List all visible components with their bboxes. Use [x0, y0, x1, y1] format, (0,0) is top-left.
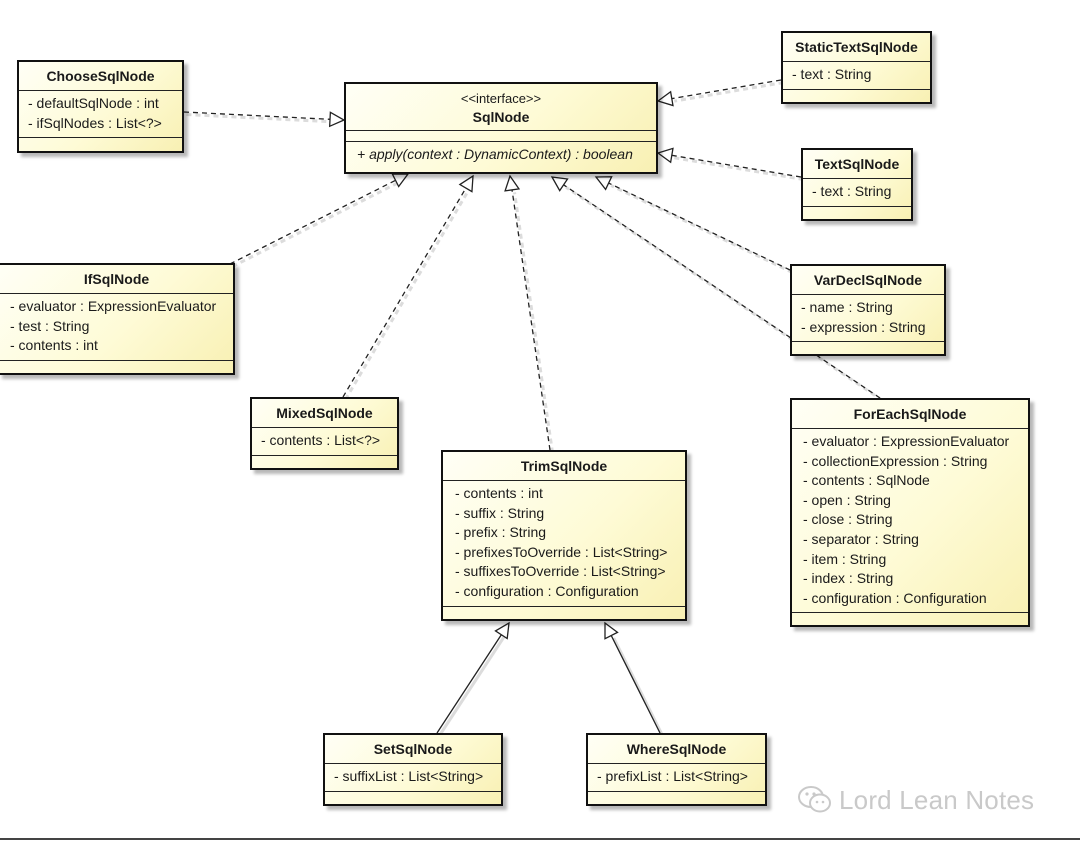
- class-name: ChooseSqlNode: [46, 68, 155, 84]
- attribute: - test : String: [10, 317, 90, 334]
- set-to-trim-generalization-arrow: [436, 621, 510, 737]
- mixed-to-sqlnode-realization-arrow: [342, 174, 474, 401]
- class-foreachsqlnode[interactable]: ForEachSqlNode - evaluator : ExpressionE…: [790, 398, 1030, 627]
- foreach-to-sqlnode-realization-arrow: [550, 176, 884, 402]
- class-name: StaticTextSqlNode: [795, 39, 918, 55]
- attribute: - open : String: [803, 491, 891, 508]
- attribute: - suffixesToOverride : List<String>: [455, 563, 666, 580]
- attribute: - name : String: [801, 299, 893, 315]
- choose-to-sqlnode-realization-arrow: [183, 111, 346, 128]
- attributes-compartment: - evaluator : ExpressionEvaluator - test…: [0, 293, 233, 360]
- class-name: MixedSqlNode: [276, 405, 373, 421]
- attribute: - configuration : Configuration: [803, 589, 987, 606]
- bottom-divider: [0, 838, 1080, 840]
- attribute: - prefixList : List<String>: [597, 768, 748, 784]
- stereotype-label: <<interface>>: [460, 91, 542, 106]
- operations-compartment: [803, 205, 911, 217]
- watermark-text: Lord Lean Notes: [839, 784, 1035, 815]
- attributes-compartment: - evaluator : ExpressionEvaluator - coll…: [792, 428, 1028, 612]
- class-setsqlnode[interactable]: SetSqlNode - suffixList : List<String>: [323, 733, 503, 806]
- operations-compartment: [792, 612, 1028, 623]
- wechat-icon: [798, 786, 831, 813]
- class-name: TextSqlNode: [814, 156, 900, 172]
- where-to-trim-generalization-arrow: [604, 621, 664, 737]
- attribute: - expression : String: [801, 318, 926, 335]
- class-name: SqlNode: [472, 109, 530, 125]
- class-name: IfSqlNode: [83, 271, 150, 287]
- trim-to-sqlnode-realization-arrow: [504, 174, 554, 453]
- attribute: - suffixList : List<String>: [334, 768, 484, 784]
- operations-compartment: [443, 605, 685, 617]
- vardecl-to-sqlnode-realization-arrow: [594, 176, 794, 274]
- class-trimsqlnode[interactable]: TrimSqlNode - contents : int - suffix : …: [441, 450, 687, 621]
- attribute: - evaluator : ExpressionEvaluator: [10, 298, 217, 314]
- attribute: - item : String: [803, 550, 887, 567]
- operations-compartment: [783, 88, 930, 100]
- watermark: Lord Lean Notes: [797, 784, 1034, 816]
- attribute: - contents : SqlNode: [803, 472, 930, 489]
- attributes-compartment: - text : String: [783, 61, 930, 89]
- attribute: - defaultSqlNode : int: [28, 95, 159, 111]
- class-vardeclsqlnode[interactable]: VarDeclSqlNode - name : String - express…: [790, 264, 946, 356]
- attributes-compartment: [346, 130, 656, 141]
- attributes-compartment: - contents : int - suffix : String - pre…: [443, 480, 685, 606]
- attributes-compartment: - defaultSqlNode : int - ifSqlNodes : Li…: [19, 90, 182, 137]
- class-mixedsqlnode[interactable]: MixedSqlNode - contents : List<?>: [250, 397, 399, 470]
- attribute: - close : String: [803, 511, 893, 528]
- class-choosesqlnode[interactable]: ChooseSqlNode - defaultSqlNode : int - i…: [17, 60, 184, 153]
- attribute: - configuration : Configuration: [455, 582, 639, 599]
- class-name: TrimSqlNode: [520, 458, 608, 474]
- attribute: - text : String: [812, 183, 892, 199]
- operations-compartment: [588, 790, 765, 802]
- attributes-compartment: - suffixList : List<String>: [325, 763, 501, 791]
- statictext-to-sqlnode-realization-arrow: [656, 79, 784, 107]
- class-name: ForEachSqlNode: [853, 406, 967, 422]
- operations-compartment: + apply(context : DynamicContext) : bool…: [346, 141, 656, 169]
- operations-compartment: [252, 454, 397, 466]
- class-name: VarDeclSqlNode: [813, 272, 923, 288]
- operations-compartment: [0, 359, 233, 371]
- operations-compartment: [325, 790, 501, 802]
- attribute: - separator : String: [803, 530, 919, 547]
- operations-compartment: [19, 137, 182, 148]
- attribute: - ifSqlNodes : List<?>: [28, 114, 162, 131]
- class-sqlnode[interactable]: <<interface>> SqlNode + apply(context : …: [344, 82, 658, 174]
- text-to-sqlnode-realization-arrow: [656, 147, 804, 181]
- class-name: SetSqlNode: [373, 741, 453, 757]
- class-statictextsqlnode[interactable]: StaticTextSqlNode - text : String: [781, 31, 932, 104]
- attribute: - text : String: [792, 66, 872, 82]
- attribute: - index : String: [803, 570, 894, 587]
- operation: + apply(context : DynamicContext) : bool…: [357, 146, 633, 162]
- class-wheresqlnode[interactable]: WhereSqlNode - prefixList : List<String>: [586, 733, 767, 806]
- attribute: - prefixesToOverride : List<String>: [455, 543, 668, 560]
- attribute: - collectionExpression : String: [803, 452, 988, 469]
- attributes-compartment: - text : String: [803, 178, 911, 206]
- attributes-compartment: - name : String - expression : String: [792, 294, 944, 341]
- ifnode-to-sqlnode-realization-arrow: [229, 173, 410, 268]
- class-name: WhereSqlNode: [626, 741, 727, 757]
- class-ifsqlnode[interactable]: IfSqlNode - evaluator : ExpressionEvalua…: [0, 263, 235, 375]
- operations-compartment: [792, 341, 944, 352]
- attributes-compartment: - contents : List<?>: [252, 427, 397, 455]
- attribute: - prefix : String: [455, 524, 547, 541]
- attribute: - suffix : String: [455, 504, 545, 521]
- attributes-compartment: - prefixList : List<String>: [588, 763, 765, 791]
- attribute: - contents : int: [10, 337, 98, 354]
- class-textsqlnode[interactable]: TextSqlNode - text : String: [801, 148, 913, 221]
- attribute: - contents : int: [455, 485, 543, 501]
- attribute: - evaluator : ExpressionEvaluator: [803, 433, 1010, 449]
- attribute: - contents : List<?>: [261, 432, 381, 448]
